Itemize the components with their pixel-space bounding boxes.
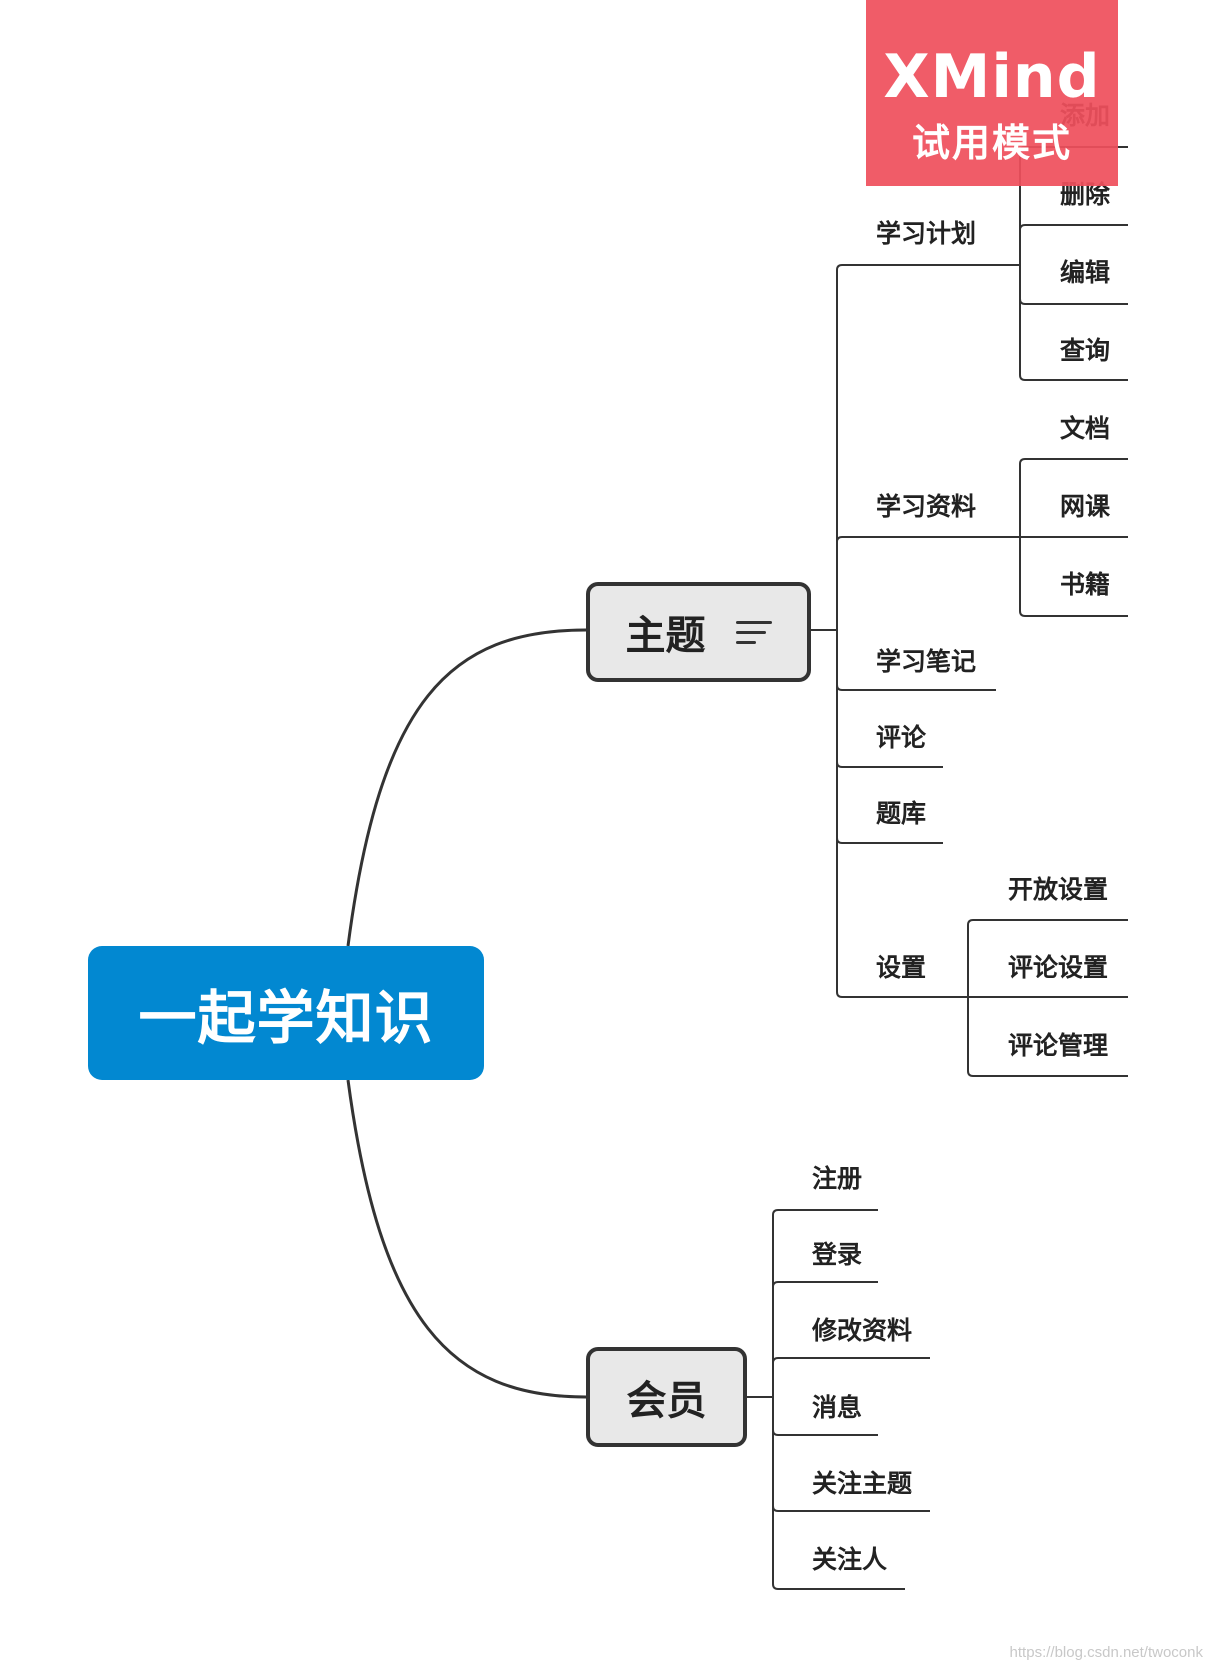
underline-member-message [772, 1429, 878, 1436]
leaf-member-follow-topic[interactable]: 关注主题 [812, 1469, 913, 1498]
underline-member-login [772, 1281, 878, 1288]
leaf-member-messages[interactable]: 消息 [812, 1393, 863, 1422]
leaf-plan-query[interactable]: 查询 [1060, 336, 1111, 365]
underline-member-profile [772, 1357, 930, 1364]
underline-member-follow-topic [772, 1505, 930, 1512]
connector-material-trunk [1019, 464, 1128, 617]
underline-member-register [772, 1209, 878, 1216]
leaf-settings-open[interactable]: 开放设置 [1008, 875, 1109, 904]
underline-plan-edit [1019, 298, 1128, 305]
watermark-subtitle: 试用模式 [911, 121, 1072, 165]
watermark-title: XMind [883, 42, 1101, 112]
leaf-member-register[interactable]: 注册 [812, 1164, 863, 1193]
connector-topic-trunk [836, 264, 843, 998]
subtopic-study-plan[interactable]: 学习计划 [876, 219, 977, 248]
notes-icon[interactable] [735, 614, 772, 651]
connector-study-material [836, 536, 1020, 543]
source-credit: https://blog.csdn.net/twoconk [1009, 1644, 1203, 1661]
subtopic-comment[interactable]: 评论 [876, 723, 927, 752]
connector-settings-trunk [967, 925, 1128, 1077]
underline-settings-open [967, 919, 1128, 926]
subtopic-question-bank[interactable]: 题库 [876, 799, 927, 828]
leaf-material-document[interactable]: 文档 [1060, 414, 1111, 443]
underline-comment [836, 761, 943, 768]
leaf-material-online-course[interactable]: 网课 [1060, 492, 1111, 521]
connector-member-trunk [772, 1215, 905, 1590]
subtopic-study-material[interactable]: 学习资料 [876, 492, 977, 521]
leaf-member-edit-profile[interactable]: 修改资料 [812, 1316, 913, 1345]
connector-root-topic [346, 628, 587, 947]
leaf-member-login[interactable]: 登录 [812, 1240, 863, 1269]
leaf-settings-comment-management[interactable]: 评论管理 [1008, 1031, 1109, 1060]
leaf-settings-comment[interactable]: 评论设置 [1008, 953, 1109, 982]
subtopic-study-notes[interactable]: 学习笔记 [876, 647, 977, 676]
underline-question-bank [836, 837, 943, 844]
branch-topic-label: 主题 [625, 613, 706, 659]
leaf-material-books[interactable]: 书籍 [1060, 570, 1111, 599]
root-topic[interactable]: 一起学知识 [88, 946, 484, 1080]
underline-material-doc [1019, 458, 1128, 465]
branch-member-label: 会员 [626, 1378, 707, 1424]
connector-root-member [346, 1079, 587, 1399]
underline-study-notes [836, 684, 996, 691]
xmind-trial-watermark: XMind 试用模式 [866, 0, 1118, 186]
leaf-plan-edit[interactable]: 编辑 [1060, 258, 1111, 287]
branch-topic[interactable]: 主题 [586, 582, 811, 682]
connector-plan-trunk [1019, 148, 1128, 381]
subtopic-settings[interactable]: 设置 [876, 953, 927, 982]
underline-plan-delete [1019, 224, 1128, 231]
leaf-member-follow-people[interactable]: 关注人 [812, 1545, 888, 1574]
branch-member[interactable]: 会员 [586, 1347, 747, 1447]
